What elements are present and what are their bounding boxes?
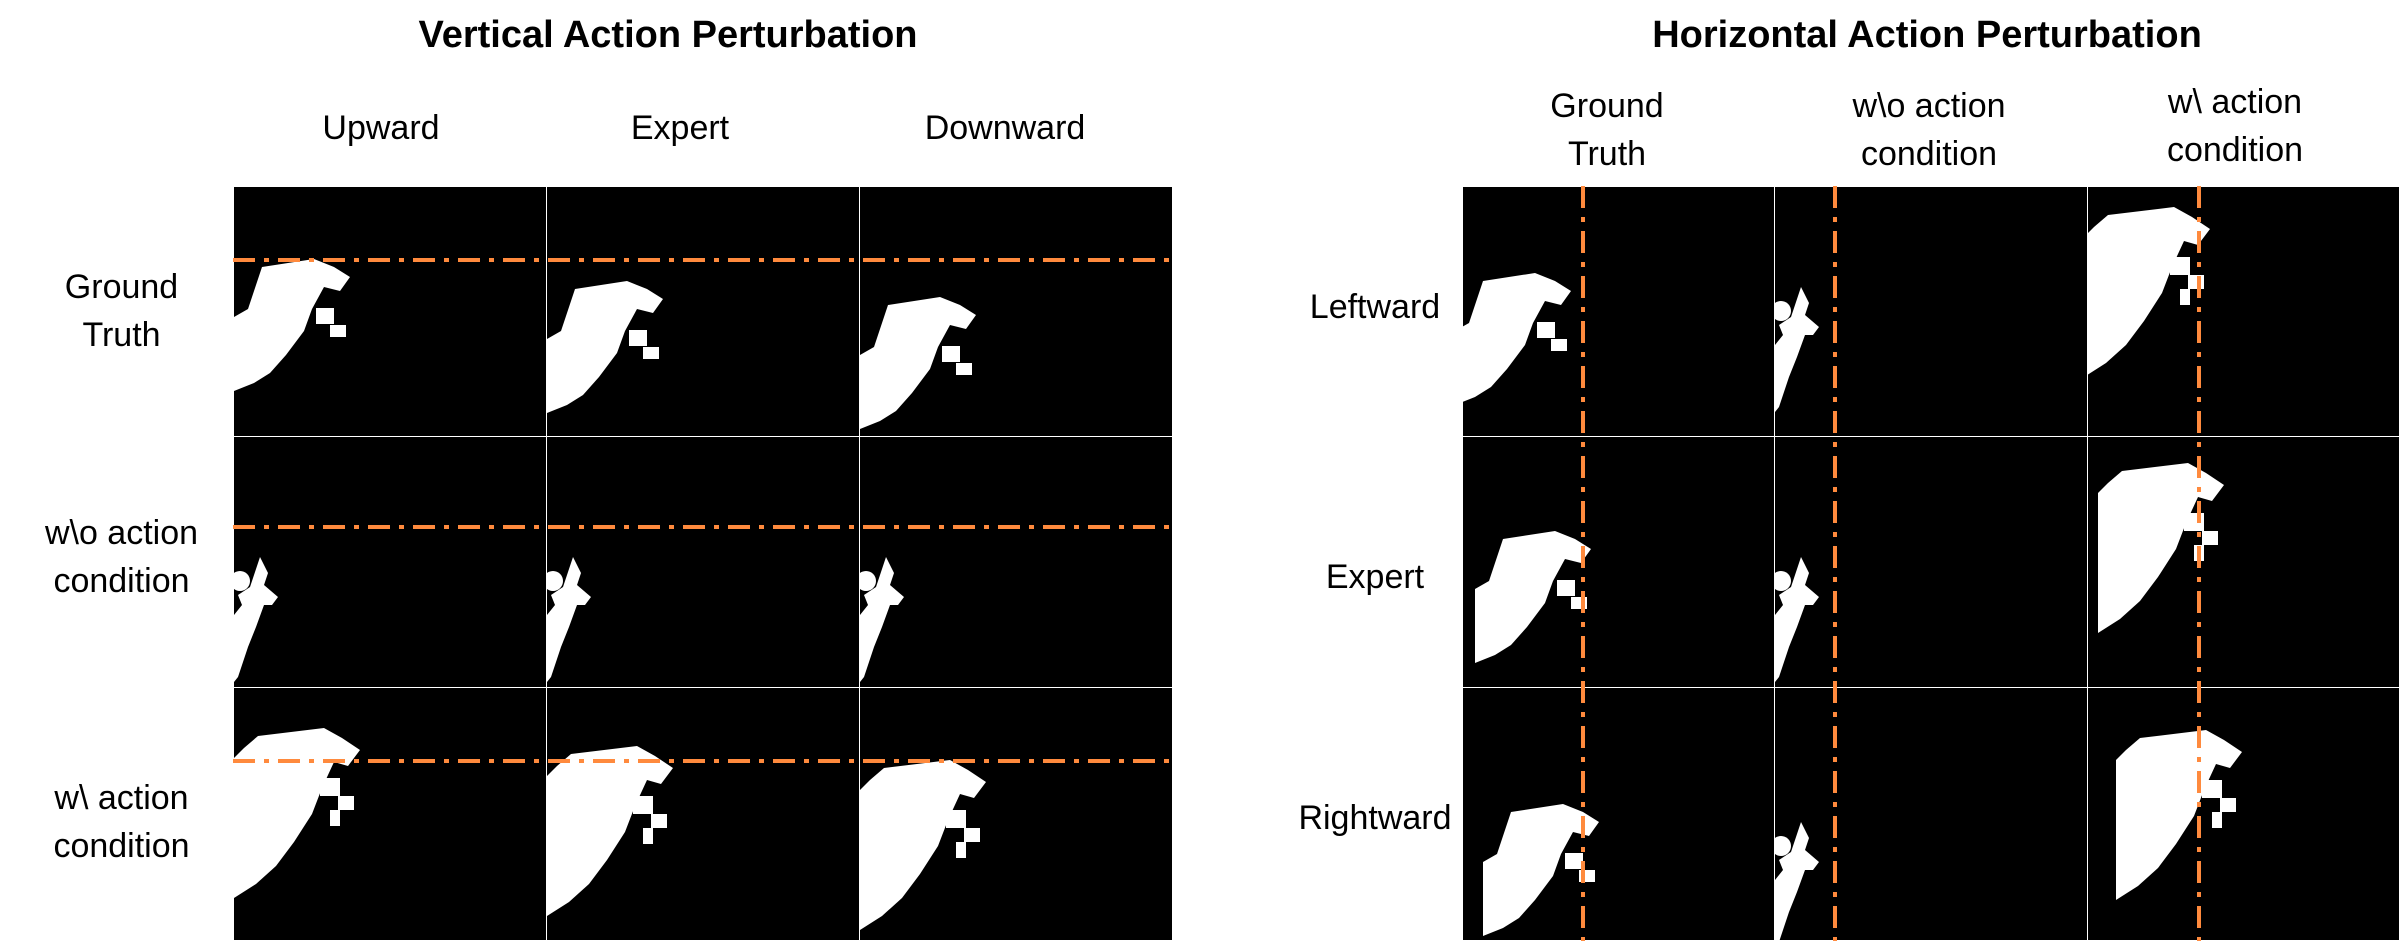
vertical-col-upward: Upward [322, 109, 440, 147]
horizontal-panel-action-leftward [2087, 186, 2400, 437]
vertical-col-downward: Downward [924, 109, 1086, 147]
vertical-grid [233, 186, 1173, 941]
mask-silhouette [547, 557, 591, 682]
mask-silhouette [860, 760, 986, 930]
horizontal-row-expert: Expert [1325, 558, 1425, 596]
vertical-row-without-action: w\o action condition [44, 514, 199, 600]
horizontal-panel-gt-expert [1462, 436, 1775, 688]
vertical-guide-lines [233, 258, 1173, 763]
mask-silhouette [1775, 557, 1819, 682]
mask-silhouette [1775, 287, 1819, 412]
horizontal-guide-lines [1581, 186, 2201, 941]
vertical-row-with-action: w\ action condition [53, 779, 190, 865]
horizontal-col-ground-truth: Ground Truth [1550, 87, 1664, 173]
horizontal-panel-noaction-expert [1774, 436, 2088, 688]
horizontal-col-without-action: w\o action condition [1852, 87, 2006, 173]
vertical-panel-action-expert [546, 687, 860, 941]
mask-silhouette [1775, 822, 1819, 940]
horizontal-col-with-action: w\ action condition [2166, 83, 2304, 169]
mask-silhouette [2116, 730, 2242, 900]
vertical-panel-action-upward [233, 687, 547, 941]
mask-silhouette [234, 557, 278, 682]
mask-silhouette [1463, 273, 1571, 402]
vertical-col-expert: Expert [630, 109, 730, 147]
horizontal-panel-noaction-leftward [1774, 186, 2088, 437]
mask-silhouette [860, 297, 976, 429]
horizontal-grid [1462, 186, 2400, 941]
horizontal-row-leftward: Leftward [1309, 288, 1441, 326]
vertical-panel-action-downward [859, 687, 1173, 941]
mask-silhouette [860, 557, 904, 682]
horizontal-perturbation-title: Horizontal Action Perturbation [1652, 14, 2202, 56]
horizontal-panel-gt-leftward [1462, 186, 1775, 437]
mask-silhouette [234, 728, 360, 898]
mask-silhouette [547, 281, 663, 413]
vertical-row-ground-truth: Ground Truth [64, 268, 179, 354]
vertical-perturbation-title: Vertical Action Perturbation [418, 14, 918, 56]
horizontal-row-rightward: Rightward [1298, 799, 1452, 837]
mask-silhouette [234, 259, 350, 391]
mask-silhouette [547, 746, 673, 916]
vertical-panel-gt-upward [233, 186, 547, 437]
